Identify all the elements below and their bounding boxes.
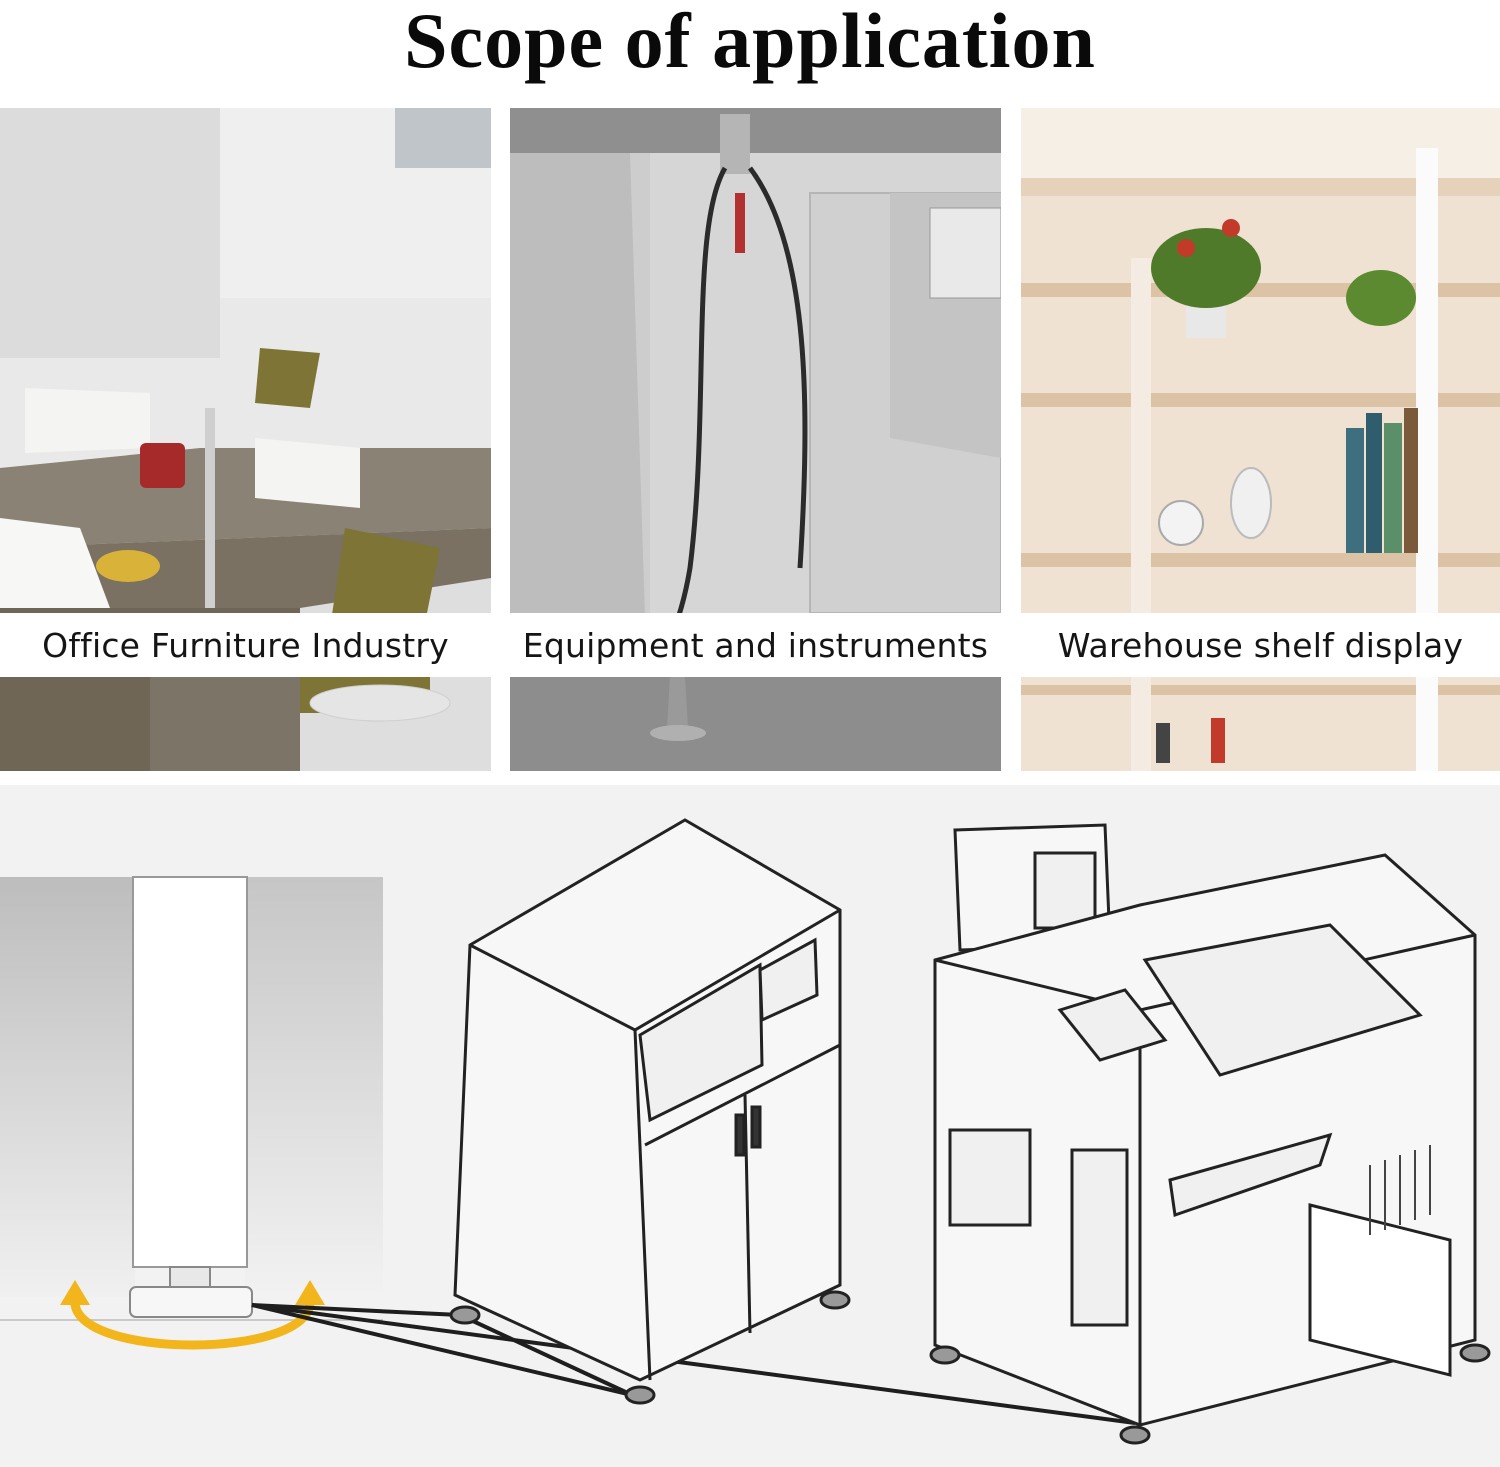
leveling-feet-illustration	[0, 785, 1500, 1467]
leg-closeup	[0, 876, 383, 1350]
panel-caption: Office Furniture Industry	[42, 625, 449, 665]
panel-warehouse-shelf: Warehouse shelf display	[1021, 108, 1500, 771]
panel-caption: Warehouse shelf display	[1057, 625, 1464, 665]
cabinet-machine	[449, 818, 851, 1405]
page-title: Scope of application	[404, 0, 1096, 84]
caption-band: Warehouse shelf display	[1021, 613, 1500, 677]
test-chamber-machine	[929, 823, 1491, 1445]
caption-band: Equipment and instruments	[510, 613, 1001, 677]
connector-lines	[251, 1303, 1136, 1425]
caption-band: Office Furniture Industry	[0, 613, 491, 677]
panel-caption: Equipment and instruments	[522, 625, 989, 665]
panel-office-furniture: Office Furniture Industry	[0, 108, 491, 771]
panel-equipment-instruments: Equipment and instruments	[510, 108, 1001, 771]
